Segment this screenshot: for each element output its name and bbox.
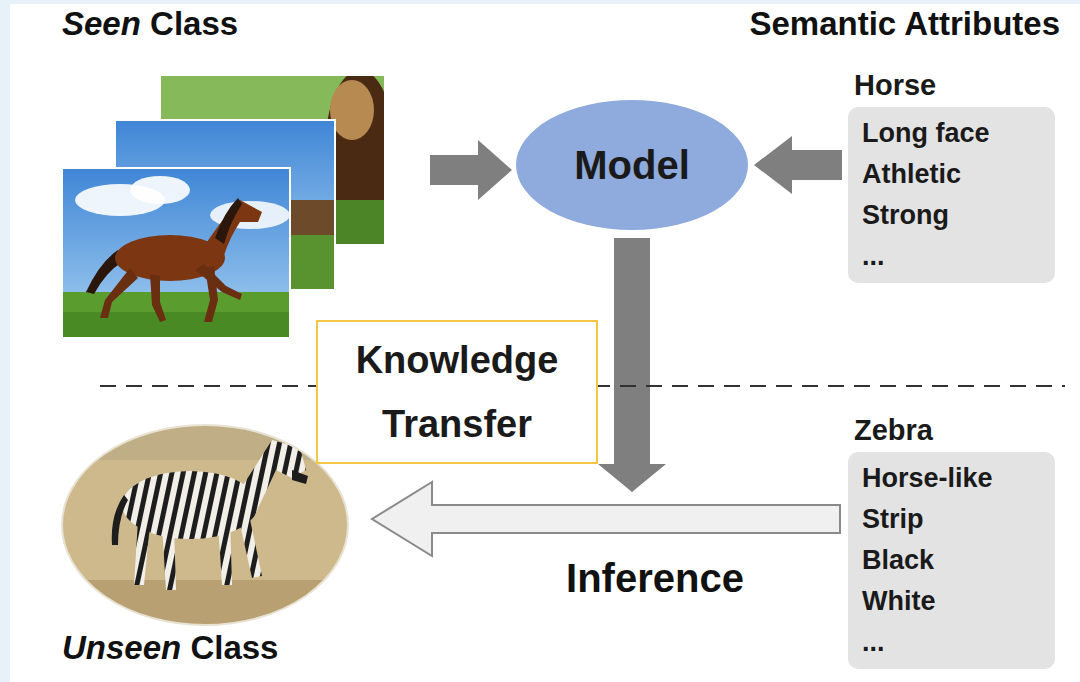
attribute-text: Strong [862, 195, 1041, 236]
section-title: Semantic Attributes [749, 4, 1060, 44]
attribute-panel: Horse-likeStripBlackWhite... [848, 452, 1055, 669]
attribute-box: ZebraHorse-likeStripBlackWhite... [848, 412, 1055, 669]
section-title: Unseen Class [62, 628, 278, 668]
transfer-arrow [598, 238, 666, 492]
attribute-text: ... [862, 236, 1041, 277]
attribute-text: White [862, 581, 1041, 622]
attribute-text: Black [862, 540, 1041, 581]
zebra-photo [60, 420, 350, 630]
transfer-label: Knowledge Transfer [328, 328, 586, 456]
attribute-text: Horse-like [862, 458, 1041, 499]
inference-arrow [372, 482, 840, 556]
edge-strip [0, 0, 1080, 4]
node-text-group: Model [574, 143, 690, 188]
block-arrow [754, 136, 842, 194]
attribute-text: Athletic [862, 154, 1041, 195]
model-ellipse: Model [516, 100, 748, 230]
attribute-panel: Long faceAthleticStrong... [848, 107, 1055, 283]
attribute-box: HorseLong faceAthleticStrong... [848, 67, 1055, 283]
attribute-text: ... [862, 622, 1041, 663]
step-label: Inference [555, 554, 755, 602]
class-name: Zebra [848, 412, 1055, 448]
model-label: Model [574, 143, 690, 188]
transfer-box: Knowledge Transfer [316, 320, 598, 464]
class-name: Horse [848, 67, 1055, 103]
section-title: Seen Class [62, 4, 238, 44]
edge-strip [0, 0, 10, 682]
horse-photo [62, 168, 290, 338]
attribute-text: Long face [862, 113, 1041, 154]
input-arrow [430, 140, 512, 200]
attribute-text: Strip [862, 499, 1041, 540]
node-text-group: Knowledge Transfer [328, 328, 586, 456]
